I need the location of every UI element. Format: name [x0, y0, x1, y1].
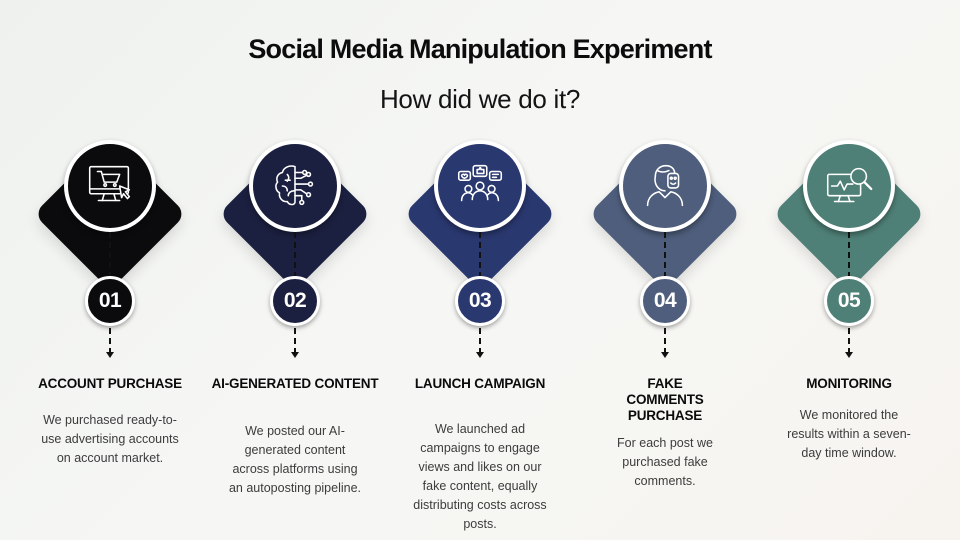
step-number: 02 [283, 289, 307, 312]
step-number: 03 [468, 289, 492, 312]
icon-badge [434, 140, 526, 232]
step-title: MONITORING [806, 376, 892, 391]
connector-line [479, 232, 481, 278]
arrow-down-icon [106, 352, 114, 358]
step-title: FAKE COMMENTS PURCHASE [626, 376, 704, 423]
step-description: For each post we purchased fake comments… [617, 436, 713, 488]
step-monitoring: 05 MONITORING We monitored the results w… [764, 0, 934, 540]
arrow-down-icon [661, 352, 669, 358]
step-number: 05 [837, 289, 861, 312]
icon-badge [64, 140, 156, 232]
arrow-line [848, 328, 850, 354]
shopping-cart-monitor-icon [88, 165, 131, 202]
arrow-line [109, 328, 111, 354]
step-description: We posted our AI-generated content acros… [228, 424, 362, 495]
step-number-badge: 02 [270, 276, 320, 326]
connector-line [294, 232, 296, 278]
step-title: AI-GENERATED CONTENT [211, 376, 379, 391]
arrow-down-icon [476, 352, 484, 358]
arrow-down-icon [845, 352, 853, 358]
arrow-line [664, 328, 666, 354]
step-number: 01 [98, 289, 122, 312]
step-fake-comments-purchase: 04 FAKE COMMENTS PURCHASE For each post … [580, 0, 750, 540]
step-title: ACCOUNT PURCHASE [38, 376, 182, 391]
audience-engagement-icon [457, 164, 503, 202]
arrow-line [294, 328, 296, 354]
connector-line [848, 232, 850, 278]
connector-line [664, 232, 666, 278]
arrow-line [479, 328, 481, 354]
step-description: We purchased ready-to-use advertising ac… [41, 413, 179, 465]
step-number-badge: 04 [640, 276, 690, 326]
icon-badge [803, 140, 895, 232]
step-description: We launched ad campaigns to engage views… [413, 422, 547, 531]
connector-line [109, 232, 111, 278]
ai-brain-circuit-icon [275, 165, 314, 206]
step-description: We monitored the results within a seven-… [787, 408, 911, 460]
page-title: Social Media Manipulation Experiment [248, 34, 712, 64]
step-title: LAUNCH CAMPAIGN [414, 376, 546, 391]
step-number: 04 [653, 289, 677, 312]
step-account-purchase: 01 ACCOUNT PURCHASE We purchased ready-t… [25, 0, 195, 540]
arrow-down-icon [291, 352, 299, 358]
icon-badge [619, 140, 711, 232]
page-subtitle: How did we do it? [379, 84, 581, 114]
step-ai-generated-content: 02 AI-GENERATED CONTENT We posted our AI… [210, 0, 380, 540]
step-number-badge: 03 [455, 276, 505, 326]
person-mask-icon [646, 164, 684, 207]
monitor-search-icon [826, 167, 873, 203]
step-launch-campaign: 03 LAUNCH CAMPAIGN We launched ad campai… [395, 0, 565, 540]
step-number-badge: 01 [85, 276, 135, 326]
step-number-badge: 05 [824, 276, 874, 326]
icon-badge [249, 140, 341, 232]
